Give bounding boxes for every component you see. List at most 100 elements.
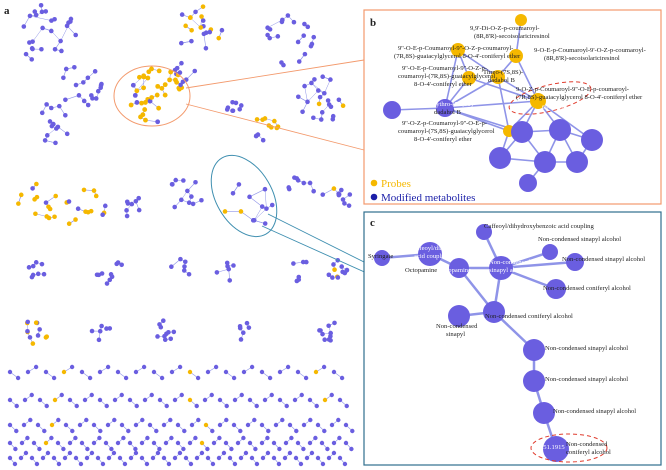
modified-node bbox=[124, 213, 130, 219]
modified-node bbox=[328, 334, 333, 339]
modified-node bbox=[320, 331, 325, 337]
modified-node bbox=[320, 461, 326, 467]
probe-node bbox=[187, 369, 193, 375]
panel-b-modified-node bbox=[566, 151, 588, 173]
modified-node bbox=[67, 440, 73, 446]
modified-node bbox=[31, 440, 37, 446]
probe-node bbox=[156, 68, 162, 74]
modified-node bbox=[35, 333, 41, 338]
panel-b-probe-node bbox=[515, 14, 527, 26]
modified-node bbox=[329, 422, 335, 428]
modified-node bbox=[296, 94, 301, 100]
modified-node bbox=[58, 38, 63, 44]
modified-node bbox=[262, 221, 268, 226]
modified-node bbox=[319, 440, 325, 446]
modified-node bbox=[192, 68, 198, 74]
modified-node bbox=[277, 369, 283, 375]
modified-node bbox=[81, 80, 86, 85]
modified-node bbox=[104, 403, 109, 409]
modified-node bbox=[315, 455, 321, 461]
modified-node bbox=[133, 198, 139, 204]
probe-node bbox=[156, 105, 162, 111]
panel-c-modified-node bbox=[448, 305, 470, 327]
modified-node bbox=[295, 369, 301, 375]
probe-node bbox=[313, 369, 319, 375]
label-l4: (7R,8S)-guaiacylglycerol 8-O-4'-conifery… bbox=[394, 53, 521, 60]
modified-node bbox=[7, 397, 13, 403]
modified-node bbox=[129, 201, 135, 207]
modified-node bbox=[291, 261, 296, 266]
modified-node bbox=[255, 132, 261, 137]
modified-node bbox=[302, 83, 307, 89]
modified-node bbox=[344, 403, 349, 409]
modified-node bbox=[85, 446, 90, 452]
modified-node bbox=[275, 34, 281, 39]
modified-node bbox=[265, 25, 270, 30]
modified-node bbox=[296, 59, 302, 64]
modified-node bbox=[61, 75, 66, 81]
modified-node bbox=[326, 455, 332, 461]
modified-node bbox=[231, 263, 236, 268]
modified-node bbox=[33, 364, 39, 370]
modified-node bbox=[154, 428, 159, 434]
modified-node bbox=[97, 397, 103, 403]
modified-node bbox=[277, 446, 282, 452]
network-edge bbox=[190, 17, 201, 28]
modified-node bbox=[169, 369, 175, 375]
modified-node bbox=[336, 97, 342, 103]
modified-node bbox=[269, 392, 274, 398]
modified-node bbox=[247, 440, 253, 446]
panel-b-edge bbox=[444, 49, 459, 109]
label-l12: 9-O-Z-p-Coumaroyl-9''-O-E-p-coumaroyl- bbox=[516, 86, 629, 93]
modified-node bbox=[7, 369, 13, 375]
panel-c-labels: Syringate Caffeoyl/dihydroxybenzoic acid… bbox=[368, 223, 645, 456]
modified-node bbox=[99, 81, 104, 87]
modified-node bbox=[205, 446, 210, 452]
modified-node bbox=[321, 364, 327, 370]
probe-node bbox=[189, 27, 194, 33]
modified-node bbox=[90, 96, 95, 101]
panel-b-letter: b bbox=[370, 17, 376, 29]
modified-node bbox=[51, 375, 57, 381]
modified-node bbox=[139, 440, 145, 446]
panel-c-modified-node bbox=[523, 370, 545, 392]
modified-node bbox=[128, 455, 134, 461]
panel-c-modified-node bbox=[566, 253, 584, 271]
probe-node bbox=[81, 187, 87, 193]
modified-node bbox=[260, 455, 266, 461]
modified-node bbox=[93, 96, 99, 101]
modified-node bbox=[162, 337, 168, 343]
modified-node bbox=[271, 455, 277, 461]
modified-node bbox=[39, 261, 45, 267]
modified-node bbox=[91, 440, 97, 446]
label-l2: (8R,8'R)-secoisolariciresinol bbox=[474, 33, 550, 40]
label-ncs-c2: Non-condensed sinapyl alcohol bbox=[545, 376, 628, 383]
modified-node bbox=[231, 375, 237, 381]
modified-node bbox=[332, 320, 337, 326]
network-edge bbox=[311, 82, 325, 94]
modified-node bbox=[302, 51, 308, 57]
modified-node bbox=[114, 261, 119, 267]
modified-node bbox=[177, 364, 183, 370]
modified-node bbox=[300, 259, 306, 265]
modified-node bbox=[179, 12, 185, 17]
modified-node bbox=[29, 57, 35, 62]
modified-node bbox=[123, 375, 129, 381]
modified-node bbox=[171, 329, 177, 335]
label-l5: 9-O-E-p-Coumaroyl-9'-O-Z-p-coumaroyl- bbox=[534, 47, 646, 54]
modified-node bbox=[285, 364, 291, 370]
modified-node bbox=[304, 455, 310, 461]
zoom-line-b-bottom bbox=[185, 103, 365, 151]
modified-node bbox=[294, 428, 299, 434]
modified-node bbox=[7, 455, 13, 461]
modified-node bbox=[73, 32, 79, 38]
modified-node bbox=[147, 422, 153, 428]
modified-node bbox=[59, 48, 64, 54]
legend-probe-dot bbox=[370, 179, 378, 187]
modified-node bbox=[48, 105, 54, 111]
modified-node bbox=[73, 455, 79, 461]
modified-node bbox=[186, 200, 192, 206]
label-dopamine: dopamine bbox=[445, 267, 471, 274]
probe-node bbox=[331, 186, 337, 191]
